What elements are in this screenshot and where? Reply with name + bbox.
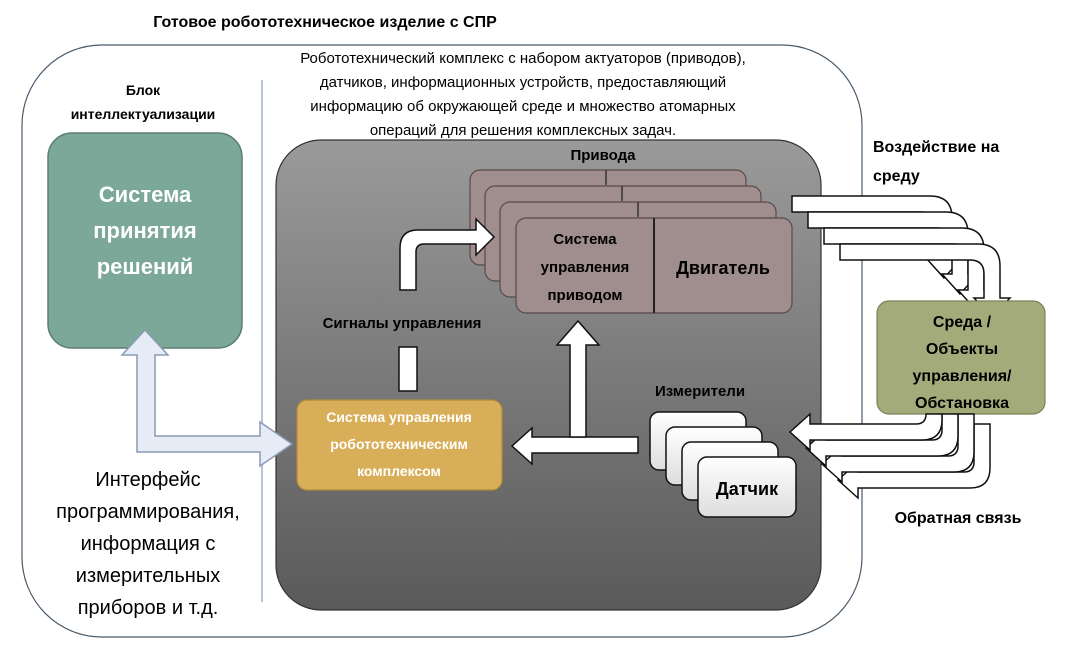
environment-label-4: Обстановка — [915, 395, 1009, 412]
environment-effect-label-1: Воздействие на — [873, 139, 999, 156]
drives-heading: Привода — [570, 147, 636, 164]
intellect-block-label-2: интеллектуализации — [71, 106, 216, 122]
complex-description-1: Робототехнический комплекс с набором акт… — [300, 50, 746, 67]
environment-effect-label-2: среду — [873, 168, 920, 185]
environment-label-2: Объекты — [926, 341, 998, 358]
control-signals-label: Сигналы управления — [323, 315, 482, 332]
output-arrow-3 — [823, 227, 996, 312]
diagram-title: Готовое робототехническое изделие с СПР — [153, 14, 497, 31]
decision-system-label-3: решений — [97, 254, 194, 279]
complex-description-3: информацию об окружающей среде и множест… — [310, 98, 736, 115]
product-frame — [21, 44, 863, 638]
interface-text-5: приборов и т.д. — [78, 597, 219, 619]
feedback-label: Обратная связь — [895, 510, 1022, 527]
sensor-label: Датчик — [716, 479, 779, 499]
complex-description-2: датчиков, информационных устройств, пред… — [320, 74, 726, 91]
environment-label-3: управления/ — [913, 368, 1013, 385]
decision-system-label-1: Система — [99, 182, 192, 207]
drive-control-label-3: приводом — [547, 287, 622, 304]
decision-to-control-arrow — [120, 328, 294, 468]
intellect-block-label-1: Блок — [126, 82, 161, 98]
feedback-arrow-1 — [788, 412, 943, 452]
interface-text-1: Интерфейс — [95, 469, 200, 491]
complex-control-label-2: робототехническим — [330, 436, 468, 452]
motor-label: Двигатель — [676, 258, 770, 278]
drive-control-label-2: управления — [541, 259, 630, 276]
sensor-box-front — [697, 456, 797, 518]
complex-control-label-1: Система управления — [326, 409, 472, 425]
drive-control-label-1: Система — [553, 231, 617, 248]
complex-description-4: операций для решения комплексных задач. — [370, 122, 676, 139]
sensors-to-drives-arrow — [555, 319, 601, 438]
meters-heading: Измерители — [655, 383, 745, 400]
interface-text-4: измерительных — [76, 565, 220, 587]
decision-system-label-2: принятия — [93, 218, 197, 243]
control-to-drives-arrow — [399, 217, 496, 291]
complex-control-label-3: комплексом — [357, 463, 441, 479]
interface-text-3: информация с — [81, 533, 216, 555]
environment-label-1: Среда / — [933, 314, 992, 331]
complex-control-box — [296, 399, 503, 491]
interface-text-2: программирования, — [56, 501, 240, 523]
control-signal-stub — [398, 346, 418, 392]
sensors-to-control-arrow — [510, 426, 639, 466]
